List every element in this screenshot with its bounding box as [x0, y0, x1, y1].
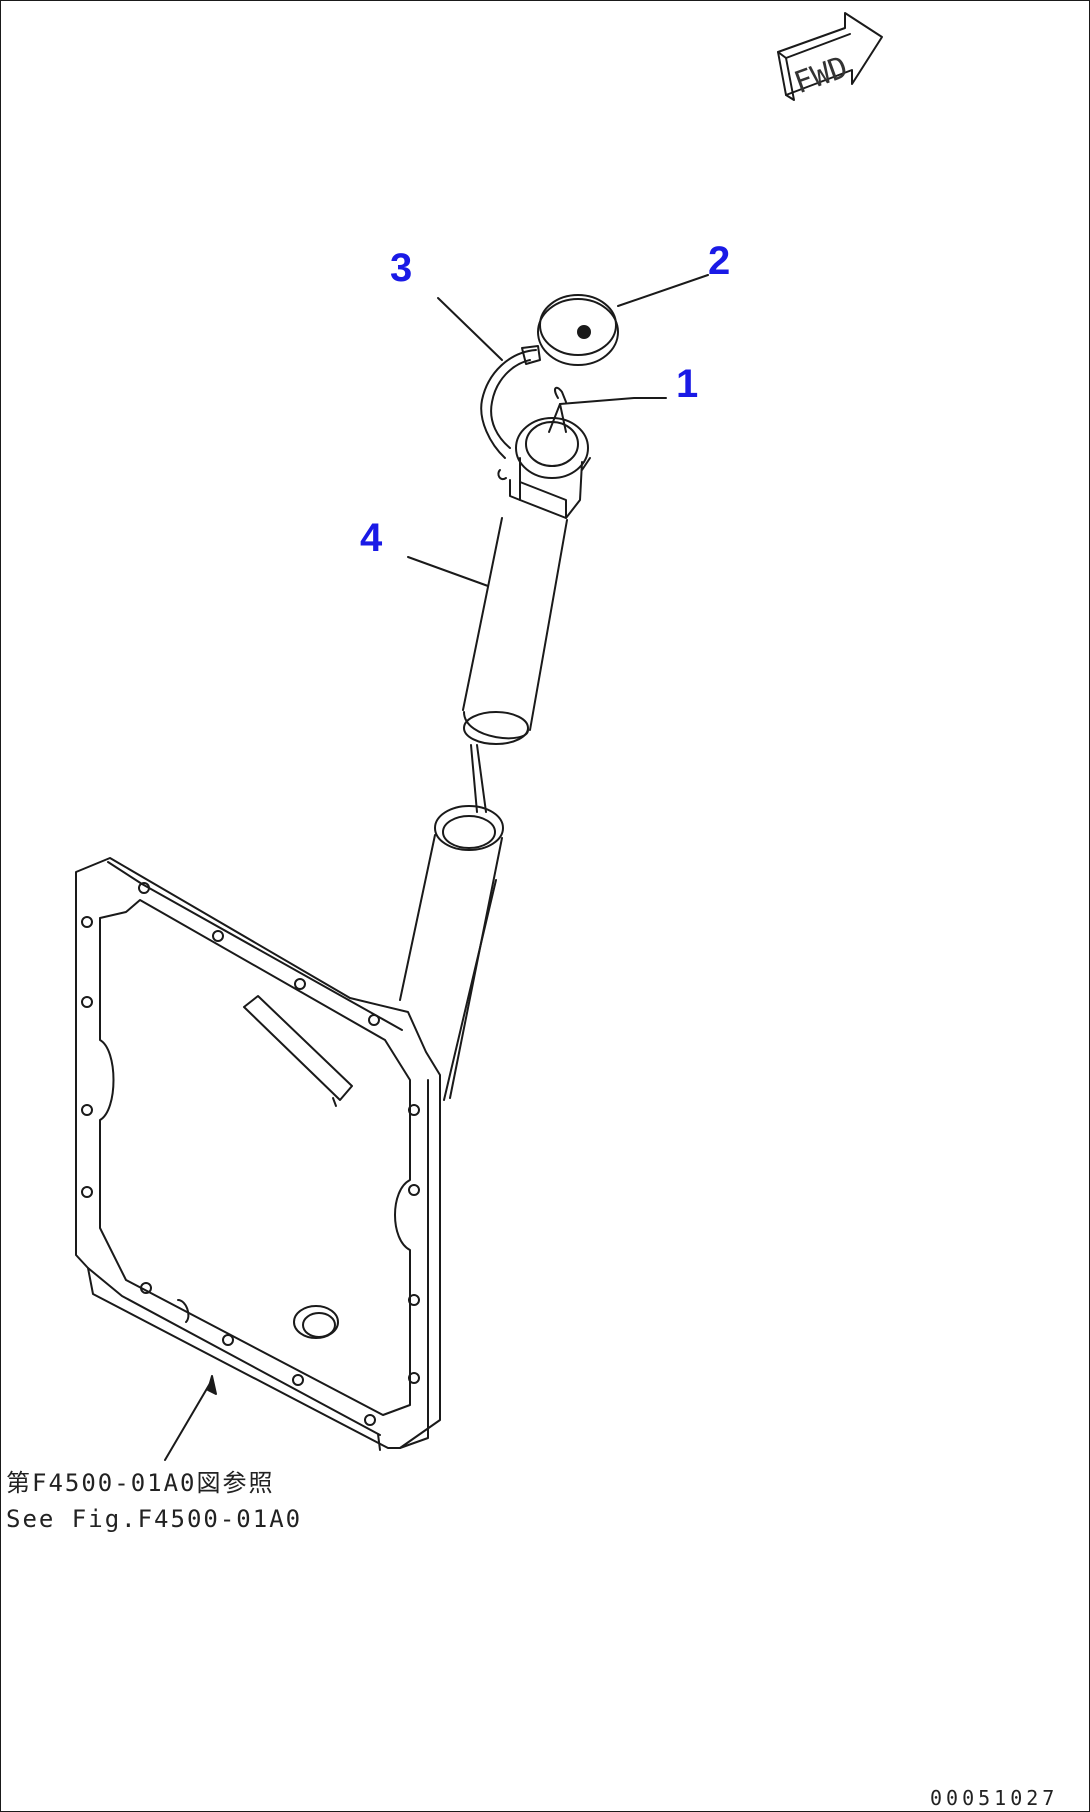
callout-2: 2 — [708, 239, 731, 283]
reference-note-jp: 第F4500-01A0図参照 — [6, 1469, 275, 1497]
lower-tube — [399, 805, 504, 1101]
callout-4: 4 — [360, 516, 383, 560]
filler-tube — [462, 517, 568, 745]
reference-note-en: See Fig.F4500-01A0 — [6, 1505, 303, 1533]
forward-arrow-icon: FWD — [777, 12, 883, 101]
leader-lines — [164, 274, 709, 1461]
fwd-label: FWD — [790, 50, 853, 101]
oil-pan-cover — [75, 857, 441, 1451]
drawing-code: 00051027 — [930, 1786, 1059, 1810]
cap — [537, 294, 619, 366]
filler-neck — [497, 417, 591, 519]
callout-1: 1 — [676, 362, 699, 406]
retaining-strap — [480, 345, 541, 459]
callout-3: 3 — [390, 246, 413, 290]
bolt-holes — [81, 882, 420, 1426]
